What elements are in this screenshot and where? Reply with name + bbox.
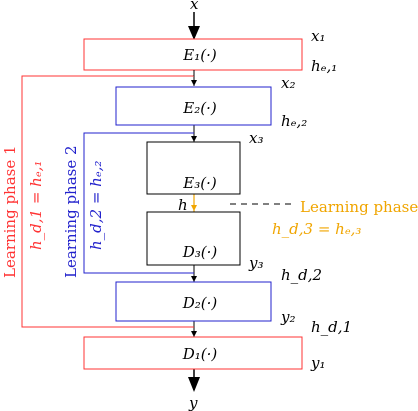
input-label: x	[190, 0, 199, 13]
output-label: y	[188, 394, 198, 411]
phase1-loop	[21, 75, 194, 328]
block-e3	[146, 141, 241, 195]
input-arrowhead	[188, 26, 200, 40]
block-d2	[115, 281, 272, 322]
phase2-equation: h_d,2 = hₑ,₂	[87, 161, 105, 250]
block-e2-label: E₂(·)	[182, 99, 217, 117]
spine-e2-e3-head	[191, 136, 197, 142]
block-e1-label: E₁(·)	[182, 46, 217, 64]
label-x2: x₂	[281, 74, 295, 92]
label-y3: y₃	[248, 254, 264, 272]
output-arrowhead	[188, 377, 200, 392]
spine-d2-d1-head	[191, 331, 197, 337]
spine-e3-d3-head	[191, 205, 197, 211]
block-d1-label: D₁(·)	[182, 345, 218, 363]
label-h: h	[178, 196, 188, 214]
label-hd1: h_d,1	[311, 318, 352, 336]
block-d2-label: D₂(·)	[182, 294, 218, 312]
phase3-equation: h_d,3 = hₑ,₃	[272, 220, 361, 238]
block-e1	[83, 38, 303, 71]
label-hd2: h_d,2	[281, 266, 322, 284]
phase1-equation: h_d,1 = hₑ,₁	[27, 161, 45, 250]
label-he1: hₑ,₁	[311, 57, 337, 75]
label-he2: hₑ,₂	[281, 112, 307, 130]
label-y2: y₂	[280, 308, 296, 326]
phase2-title: Learning phase 2	[62, 145, 80, 278]
phase1-title: Learning phase 1	[1, 145, 19, 278]
phase3-title: Learning phase 3	[300, 198, 418, 216]
label-x1: x₁	[311, 27, 325, 45]
spine-d3-d2-head	[191, 276, 197, 282]
block-e2	[115, 86, 272, 126]
label-x3: x₃	[249, 129, 263, 147]
spine-e1-e2-head	[191, 80, 197, 86]
block-d3-label: D₃(·)	[182, 243, 218, 261]
block-e3-label: E₃(·)	[182, 174, 217, 192]
block-d3	[146, 211, 241, 266]
block-d1	[83, 336, 303, 370]
phase2-loop	[83, 132, 194, 274]
label-y1: y₁	[310, 354, 326, 372]
